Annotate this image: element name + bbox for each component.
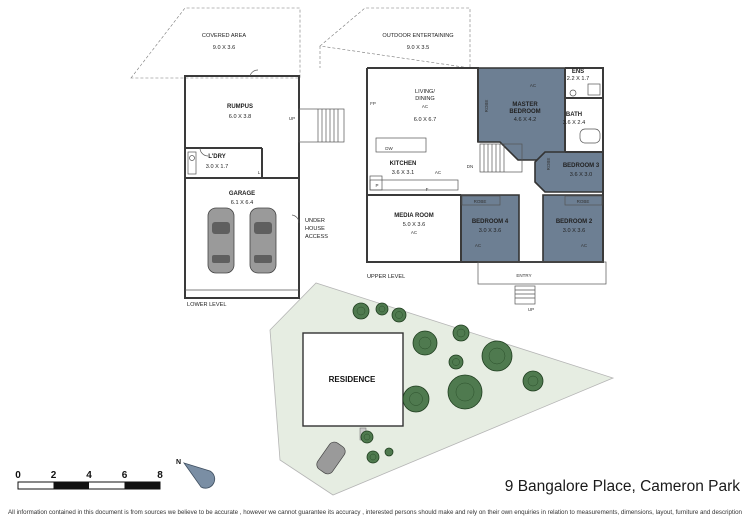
bedroom3-name: BEDROOM 3	[563, 163, 600, 169]
bathtub	[579, 128, 601, 144]
north-arrow-icon: N	[176, 459, 216, 489]
scale-bar: 0 2 4 6 8	[15, 470, 163, 490]
lower-building-walls	[184, 75, 300, 299]
entry-label: ENTRY	[516, 273, 531, 278]
laundry-tub-label: L	[258, 170, 261, 175]
tree-icon	[360, 430, 374, 444]
laundry-bench	[187, 151, 197, 175]
scale-tick-6: 6	[122, 470, 128, 481]
bedroom4-robe-label: ROBE	[474, 199, 487, 204]
scale-tick-8: 8	[157, 470, 163, 481]
property-address: 9 Bangalore Place, Cameron Park	[504, 478, 740, 495]
tree-icon	[481, 340, 513, 372]
upper-level-label: UPPER LEVEL	[367, 274, 405, 280]
outdoor-size: 9.0 X 3.5	[407, 45, 429, 51]
ens-name: ENS	[572, 69, 584, 75]
dishwasher-label: DW	[385, 146, 393, 151]
bedroom2-ac: AC	[581, 243, 588, 248]
entry-steps	[514, 285, 536, 305]
covered-area-size: 9.0 X 3.6	[213, 45, 235, 51]
upper-stair	[479, 143, 523, 173]
compass-north-label: N	[176, 459, 181, 466]
car-icon	[249, 207, 277, 274]
garage-size: 6.1 X 6.4	[231, 200, 253, 206]
master-name-1: MASTER	[512, 102, 538, 108]
kitchen-ac: AC	[435, 170, 442, 175]
disclaimer-text: All information contained in this docume…	[8, 509, 742, 516]
entry-porch	[477, 261, 607, 285]
tree-icon	[384, 447, 394, 457]
lower-level: COVERED AREA 9.0 X 3.6 RUMPUS 6.0 X 3.8 …	[130, 7, 345, 308]
bedroom3-robe-label: ROBE	[546, 158, 551, 171]
lower-stair	[298, 108, 345, 143]
kitchen-name: KITCHEN	[390, 161, 417, 167]
ens-size: 2.2 X 1.7	[567, 76, 589, 82]
pantry-box	[369, 175, 383, 191]
lower-stair-up-label: UP	[289, 116, 295, 121]
bedroom2-name: BEDROOM 2	[556, 219, 593, 225]
kitchen-size: 3.6 X 3.1	[392, 170, 414, 176]
bedroom4-ac: AC	[475, 243, 482, 248]
media-size: 5.0 X 3.6	[403, 222, 425, 228]
bath-size: 3.6 X 2.4	[563, 120, 585, 126]
under-house-label-1: UNDER	[305, 218, 325, 224]
tree-icon	[448, 354, 464, 370]
master-name-2: BEDROOM	[509, 109, 540, 115]
kitchen-bench	[369, 179, 459, 191]
tree-icon	[522, 370, 544, 392]
bath-name: BATH	[566, 112, 582, 118]
kitchen-island	[375, 137, 427, 153]
outdoor-name: OUTDOOR ENTERTAINING	[382, 33, 453, 39]
living-name-2: DINING	[415, 96, 435, 102]
scale-tick-2: 2	[51, 470, 57, 481]
laundry-name: L'DRY	[208, 154, 226, 160]
tree-icon	[447, 374, 483, 410]
covered-area-outline	[130, 7, 301, 79]
entry-up-label: UP	[528, 307, 534, 312]
driveway-car-icon	[316, 441, 346, 475]
tree-icon	[402, 385, 430, 413]
rumpus-size: 6.0 X 3.8	[229, 114, 251, 120]
tree-icon	[391, 307, 407, 323]
scale-tick-4: 4	[86, 470, 92, 481]
media-ac: AC	[411, 230, 418, 235]
bedroom2-robe-label: ROBE	[577, 199, 590, 204]
car-icon	[207, 207, 235, 274]
tree-icon	[412, 330, 438, 356]
laundry-size: 3.0 X 1.7	[206, 164, 228, 170]
tree-icon	[352, 302, 370, 320]
stair-down-label: DN	[467, 164, 474, 169]
fridge-label: F	[426, 187, 429, 192]
media-name: MEDIA ROOM	[394, 213, 433, 219]
bedroom4-name: BEDROOM 4	[472, 219, 509, 225]
residence-box	[302, 332, 404, 427]
garage-name: GARAGE	[229, 191, 255, 197]
site-plan: RESIDENCE	[269, 282, 615, 496]
fireplace-label: FP	[370, 101, 376, 106]
pantry-label: P	[375, 183, 378, 188]
master-ac: AC	[530, 83, 537, 88]
rumpus-name: RUMPUS	[227, 104, 253, 110]
under-house-label-2: HOUSE	[305, 226, 325, 232]
scale-tick-0: 0	[15, 470, 21, 481]
under-house-label-3: ACCESS	[305, 234, 328, 240]
tree-icon	[366, 450, 380, 464]
residence-label: RESIDENCE	[329, 375, 376, 384]
bedroom3-size: 3.6 X 3.0	[570, 172, 592, 178]
master-robe-label: ROBE	[484, 100, 489, 113]
master-size: 4.6 X 4.2	[514, 117, 536, 123]
bedroom4-size: 3.0 X 3.6	[479, 228, 501, 234]
tree-icon	[452, 324, 470, 342]
lower-level-label: LOWER LEVEL	[187, 302, 226, 308]
living-size: 6.0 X 6.7	[414, 117, 436, 123]
tree-icon	[375, 302, 389, 316]
trees	[352, 302, 544, 464]
living-ac: AC	[422, 104, 429, 109]
upper-level: OUTDOOR ENTERTAINING 9.0 X 3.5 ENTRY UP	[319, 7, 607, 312]
bedroom2-size: 3.0 X 3.6	[563, 228, 585, 234]
living-name-1: LIVING/	[415, 89, 435, 95]
covered-area-name: COVERED AREA	[202, 33, 246, 39]
